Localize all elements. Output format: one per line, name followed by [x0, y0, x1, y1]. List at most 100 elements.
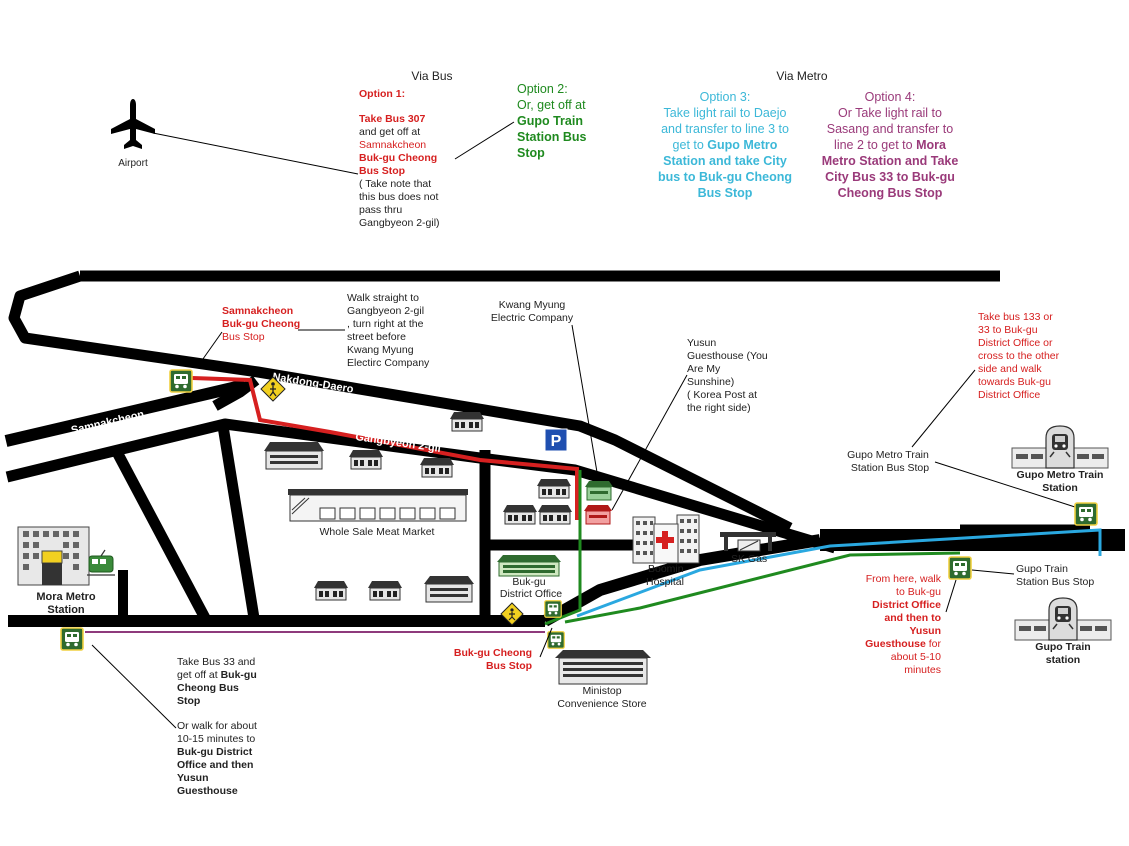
kwang-myung-building — [585, 481, 613, 501]
bus133-leader-line — [911, 369, 976, 448]
from-here-line5: Yusun — [909, 625, 941, 637]
option1-stop-3: Bus Stop — [359, 165, 405, 177]
bus133-line4: cross to the other — [978, 350, 1060, 362]
option2-text: Option 2: Or, get off at Gupo Train Stat… — [517, 82, 586, 160]
meat-market-stalls — [319, 507, 456, 520]
samnak-leader-line — [197, 331, 223, 367]
yusun-line4: Sunshine) — [687, 376, 734, 388]
bukgu-stop-line1: Buk-gu Cheong — [454, 647, 532, 659]
option3-line4a: get to — [673, 138, 708, 152]
district-office-line2: District Office — [500, 588, 562, 600]
green-route — [564, 551, 961, 624]
option1-get-off: and get off at — [359, 126, 420, 138]
bus33-note: Take Bus 33 and get off at Buk-gu Cheong… — [177, 656, 257, 797]
bus33-line9: Yusun — [177, 772, 209, 784]
building-icon — [367, 580, 403, 601]
gupo-metro-stop-leader-line — [934, 461, 1076, 508]
blue-route — [576, 528, 1102, 618]
mora-line2: Station — [47, 604, 85, 616]
yusun-leader-line — [611, 374, 688, 511]
yusun-line1: Yusun — [687, 337, 716, 349]
option2-line4: Station Bus — [517, 130, 586, 144]
samnak-stop-line2: Buk-gu Cheong — [222, 318, 300, 330]
route-lines — [85, 376, 1102, 633]
kwang-label: Kwang Myung Electric Company — [491, 299, 574, 324]
option1-note-2: this bus does not — [359, 191, 438, 203]
bus33-line8: Office and then — [177, 759, 253, 771]
mora-metro-building — [17, 526, 90, 586]
bus-stop-icon — [1074, 502, 1098, 526]
train-icon — [1014, 597, 1112, 641]
option4-line1: Option 4: — [865, 90, 916, 104]
bus-stop-icon — [60, 627, 84, 651]
samnak-stop-label: Samnakcheon Buk-gu Cheong Bus Stop — [222, 305, 300, 343]
airport-leader-line — [152, 132, 359, 175]
road-label-nakdong: Nakdong-Daero — [272, 371, 355, 396]
building-icon — [449, 411, 485, 432]
option2-line2: Or, get off at — [517, 98, 586, 112]
option1-title: Option 1: — [359, 88, 405, 100]
option3-line4: get to Gupo Metro — [673, 138, 778, 152]
airport-label: Airport — [118, 158, 148, 169]
from-here-line6: Guesthouse for — [865, 638, 941, 650]
via-metro-header: Via Metro — [776, 69, 827, 83]
samnak-stop-line3: Bus Stop — [222, 331, 265, 343]
bus133-line3: District Office or — [978, 337, 1053, 349]
bus133-line5: side and walk — [978, 363, 1042, 375]
bus33-line10: Guesthouse — [177, 785, 238, 797]
gupo-train-stop-leader-line — [971, 569, 1015, 575]
bus133-line7: District Office — [978, 389, 1040, 401]
kwang-line2: Electric Company — [491, 312, 574, 324]
airplane-icon — [111, 99, 155, 149]
bus33-line5: Or walk for about — [177, 720, 257, 732]
building-icons — [264, 411, 613, 603]
option3-text: Option 3: Take light rail to Daejo and t… — [658, 90, 792, 200]
bukgu-stop-leader-line — [539, 627, 553, 658]
tram-icon — [87, 549, 115, 576]
option4-line6: City Bus 33 to Buk-gu — [825, 170, 955, 184]
train-icon — [1011, 425, 1109, 469]
district-office-building — [497, 555, 561, 577]
from-here-line1: From here, walk — [866, 573, 942, 585]
option2-line1: Option 2: — [517, 82, 568, 96]
walk-note-line6: Electirc Company — [347, 357, 430, 369]
bus-stop-icon — [169, 369, 193, 393]
yusun-line2: Guesthouse (You — [687, 350, 768, 362]
option1-note-1: ( Take note that — [359, 178, 431, 190]
bus33-line1: Take Bus 33 and — [177, 656, 255, 668]
option1-note-4: Gangbyeon 2-gil) — [359, 217, 440, 229]
from-here-note: From here, walk to Buk-gu District Offic… — [865, 573, 942, 676]
option3-line2: Take light rail to Daejo — [664, 106, 787, 120]
kwang-line1: Kwang Myung — [499, 299, 566, 311]
option1-note-3: pass thru — [359, 204, 402, 216]
hospital-line2: Hospital — [646, 576, 684, 588]
option1-stop-2: Buk-gu Cheong — [359, 152, 437, 164]
option3-line3: and transfer to line 3 to — [661, 122, 789, 136]
mora-line1: Mora Metro — [36, 591, 96, 603]
parking-icon: P — [544, 428, 568, 452]
bus33-line2a: get off at — [177, 669, 221, 681]
option3-line5: Station and take City — [663, 154, 787, 168]
bus133-line6: towards Buk-gu — [978, 376, 1051, 388]
bus133-note: Take bus 133 or 33 to Buk-gu District Of… — [978, 311, 1060, 401]
option3-line6: bus to Buk-gu Cheong — [658, 170, 792, 184]
option3-line7: Bus Stop — [698, 186, 753, 200]
bus133-line1: Take bus 133 or — [978, 311, 1053, 323]
yusun-line3: Are My — [687, 363, 721, 375]
bus33-line3: Cheong Bus — [177, 682, 239, 694]
yusun-callout: Yusun Guesthouse (You Are My Sunshine) (… — [687, 337, 768, 414]
gupo-train-stop-line1: Gupo Train — [1016, 563, 1068, 575]
option3-line1: Option 3: — [700, 90, 751, 104]
building-icon — [424, 576, 474, 603]
kwang-leader-line — [571, 324, 599, 479]
option4-line3: Sasang and transfer to — [827, 122, 954, 136]
gupo-metro-station-line1: Gupo Metro Train — [1017, 469, 1104, 481]
from-here-line2: to Buk-gu — [896, 586, 941, 598]
gupo-metro-stop-line2: Station Bus Stop — [851, 462, 929, 474]
building-icon — [502, 504, 538, 525]
green-route-north — [544, 470, 582, 626]
yusun-line5: ( Korea Post at — [687, 389, 757, 401]
hospital-cross-icon — [656, 531, 674, 549]
bukgu-stop-line2: Bus Stop — [486, 660, 532, 672]
